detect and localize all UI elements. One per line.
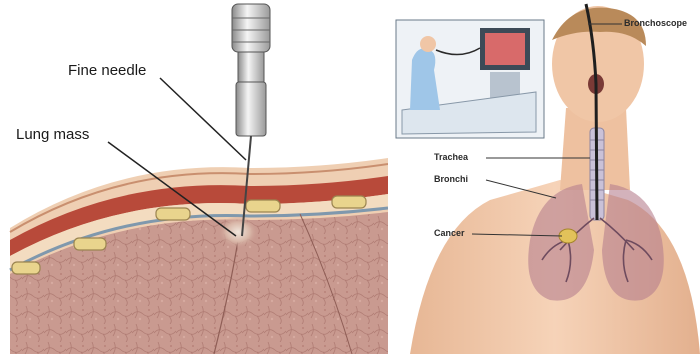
bronchoscopy-illustration: Bronchoscope Trachea Bronchi Cancer bbox=[390, 0, 700, 354]
needle-biopsy-illustration: Fine needle Lung mass bbox=[0, 0, 388, 354]
procedure-inset bbox=[396, 20, 544, 138]
lung-mass-label: Lung mass bbox=[16, 126, 89, 143]
bronchoscope-label: Bronchoscope bbox=[624, 18, 687, 28]
fine-needle-label: Fine needle bbox=[68, 62, 146, 79]
needle-biopsy-drawing bbox=[0, 0, 388, 354]
lung-mass bbox=[218, 216, 258, 248]
trachea-label: Trachea bbox=[434, 152, 468, 162]
cancer-label: Cancer bbox=[434, 228, 465, 238]
bronchi-label: Bronchi bbox=[434, 174, 468, 184]
